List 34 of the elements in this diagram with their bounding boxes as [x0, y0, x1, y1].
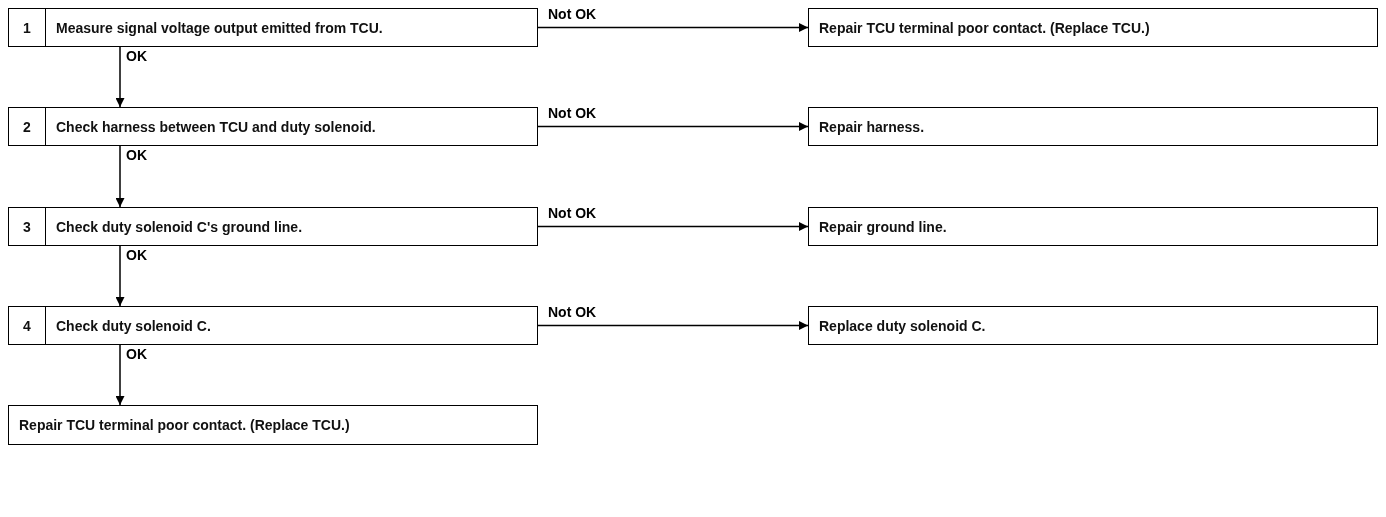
step-number: 4: [9, 307, 46, 344]
arrow: [537, 222, 809, 231]
step-text: Replace duty solenoid C.: [818, 317, 987, 334]
arrow: [115, 344, 125, 406]
arrow: [537, 23, 809, 32]
edge-label: OK: [124, 48, 149, 64]
action-box: [808, 207, 1378, 246]
arrow: [115, 46, 125, 108]
step-text: Check duty solenoid C's ground line.: [55, 218, 304, 235]
step-text: Repair TCU terminal poor contact. (Replace TCU.): [18, 417, 351, 433]
action-box: [808, 107, 1378, 146]
arrow: [115, 145, 125, 208]
step-text: Repair ground line.: [818, 218, 948, 235]
step-text: Measure signal voltage output emitted from TCU.: [55, 19, 384, 36]
edge-label: OK: [124, 147, 149, 163]
step-number: 3: [9, 208, 46, 245]
edge-label: OK: [124, 346, 149, 362]
step-number: 2: [9, 108, 46, 145]
arrow: [537, 321, 809, 330]
step-box: [8, 306, 538, 345]
step-text: Repair harness.: [818, 118, 926, 135]
action-box: [808, 8, 1378, 47]
arrow: [115, 245, 125, 307]
step-box: [8, 107, 538, 146]
step-box: [8, 207, 538, 246]
step-box: [8, 8, 538, 47]
step-text: Repair TCU terminal poor contact. (Replace TCU.): [818, 19, 1151, 36]
step-text: Check duty solenoid C.: [55, 317, 212, 334]
step-number: 1: [9, 9, 46, 46]
arrow: [537, 122, 809, 131]
action-box: [808, 306, 1378, 345]
action-box: [8, 405, 538, 445]
edge-label: OK: [124, 247, 149, 263]
step-text: Check harness between TCU and duty solenoid.: [55, 118, 377, 135]
